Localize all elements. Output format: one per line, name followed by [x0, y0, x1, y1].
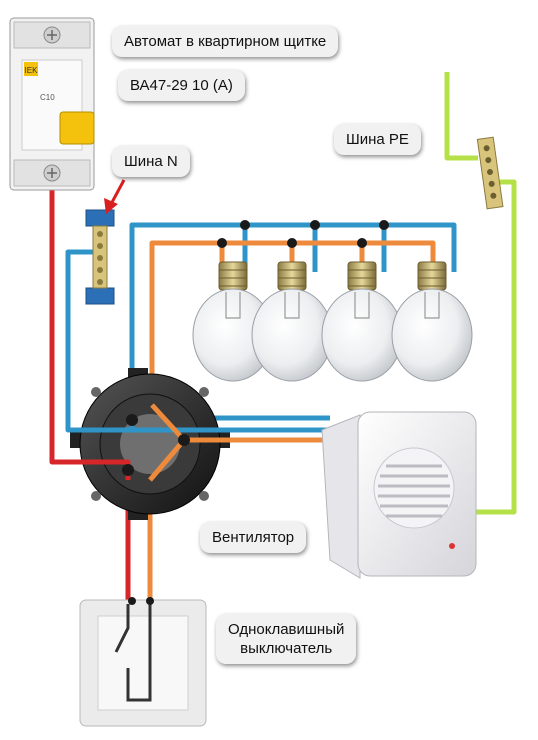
- junction-box: [70, 368, 230, 520]
- bus-n-label: Шина N: [112, 146, 190, 177]
- fan-label: Вентилятор: [200, 522, 307, 553]
- circuit-breaker: IEK C10: [9, 17, 95, 191]
- neutral-bus: [85, 209, 115, 305]
- switch-label-line1: Одноклавишный: [228, 621, 345, 638]
- switch-label-line2: выключатель: [240, 640, 333, 657]
- lamp-2: [251, 261, 333, 382]
- ground-bus: [476, 136, 504, 210]
- switch-label: Одноклавишный выключатель: [216, 614, 357, 664]
- bus-n-pointer-arrow: [104, 179, 126, 214]
- lamp-4: [391, 261, 473, 382]
- breaker-model-label: ВА47-29 10 (А): [118, 70, 245, 101]
- lamp-1: [192, 261, 274, 382]
- junction-box-wires: [52, 403, 334, 482]
- ground-wire: [444, 72, 517, 515]
- lamp-3: [321, 261, 403, 382]
- bus-pe-label: Шина РЕ: [334, 124, 421, 155]
- breaker-toggle: [59, 111, 95, 145]
- breaker-title-label: Автомат в квартирном щитке: [112, 26, 339, 57]
- breaker-brand-text: IEK: [25, 66, 39, 75]
- wire-nodes: [122, 220, 389, 605]
- wall-switch: [79, 599, 207, 727]
- breaker-brand-logo: [24, 62, 38, 76]
- fan: [321, 411, 477, 579]
- breaker-rating-text: C10: [40, 93, 55, 102]
